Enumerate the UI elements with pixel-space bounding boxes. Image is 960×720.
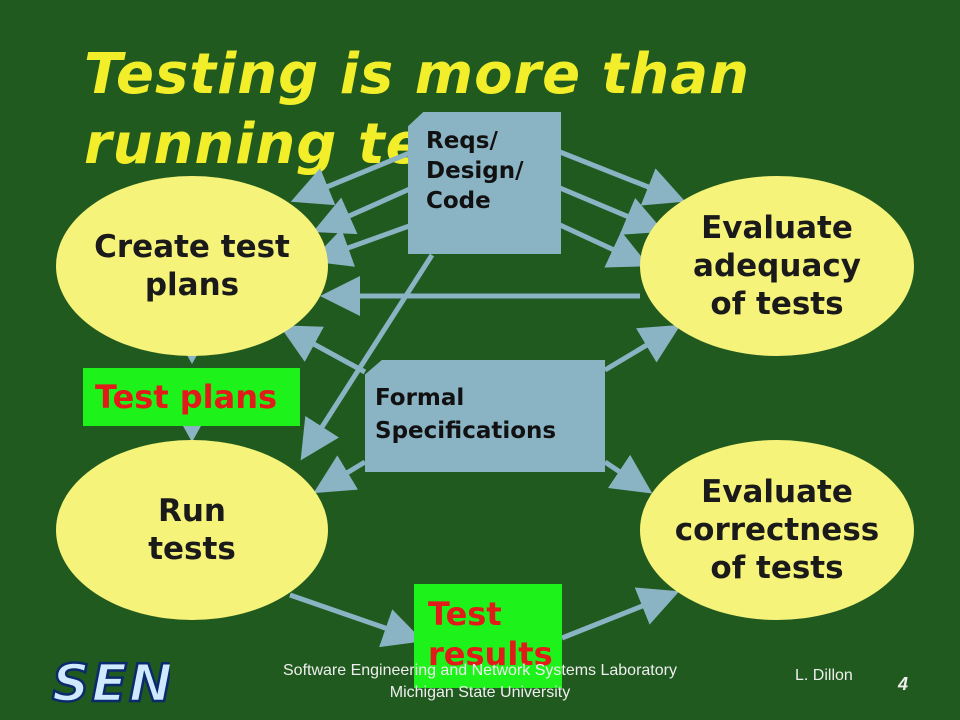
arrow-run-to-results — [289, 592, 424, 648]
arrow-formal-to-run — [313, 455, 367, 494]
evaluate-adequacy-label: Evaluate adequacy of tests — [693, 210, 861, 322]
create-test-plans-node: Create test plans — [56, 176, 328, 356]
arrow-formal-to-correctness — [603, 454, 653, 494]
arrow-reqs-to-run — [300, 253, 435, 461]
reqs-design-code-document: Reqs/ Design/ Code — [408, 112, 561, 254]
footer-lab-line2: Michigan State University — [389, 684, 571, 701]
test-results-artifact: Test results — [414, 584, 562, 688]
arrow-reqs-to-create-3 — [310, 222, 413, 267]
arrow-reqs-to-adequacy-2 — [559, 185, 665, 235]
page-number: 4 — [898, 674, 909, 694]
formal-specifications-document: Formal Specifications — [365, 360, 605, 472]
arrow-reqs-to-create-1 — [290, 149, 413, 206]
arrow-reqs-to-adequacy-3 — [558, 222, 650, 268]
footer-lab: Software Engineering and Network Systems… — [0, 660, 960, 704]
arrow-reqs-to-create-2 — [312, 185, 414, 235]
run-tests-label: Run tests — [148, 493, 236, 567]
arrow-results-to-correctness — [561, 587, 680, 641]
arrow-reqs-to-adequacy-1 — [559, 149, 686, 206]
arrowhead-plans-to-run — [183, 426, 201, 442]
evaluate-correctness-label: Evaluate correctness of tests — [674, 474, 880, 586]
test-plans-artifact: Test plans — [83, 368, 300, 426]
run-tests-node: Run tests — [56, 440, 328, 620]
footer-lab-line1: Software Engineering and Network Systems… — [283, 662, 677, 679]
evaluate-adequacy-node: Evaluate adequacy of tests — [640, 176, 914, 356]
evaluate-correctness-node: Evaluate correctness of tests — [640, 440, 914, 620]
create-test-plans-label: Create test plans — [94, 229, 290, 303]
footer-author: L. Dillon — [795, 667, 853, 684]
arrow-formal-to-adequacy — [603, 324, 681, 373]
arrow-formal-to-create — [279, 325, 367, 375]
